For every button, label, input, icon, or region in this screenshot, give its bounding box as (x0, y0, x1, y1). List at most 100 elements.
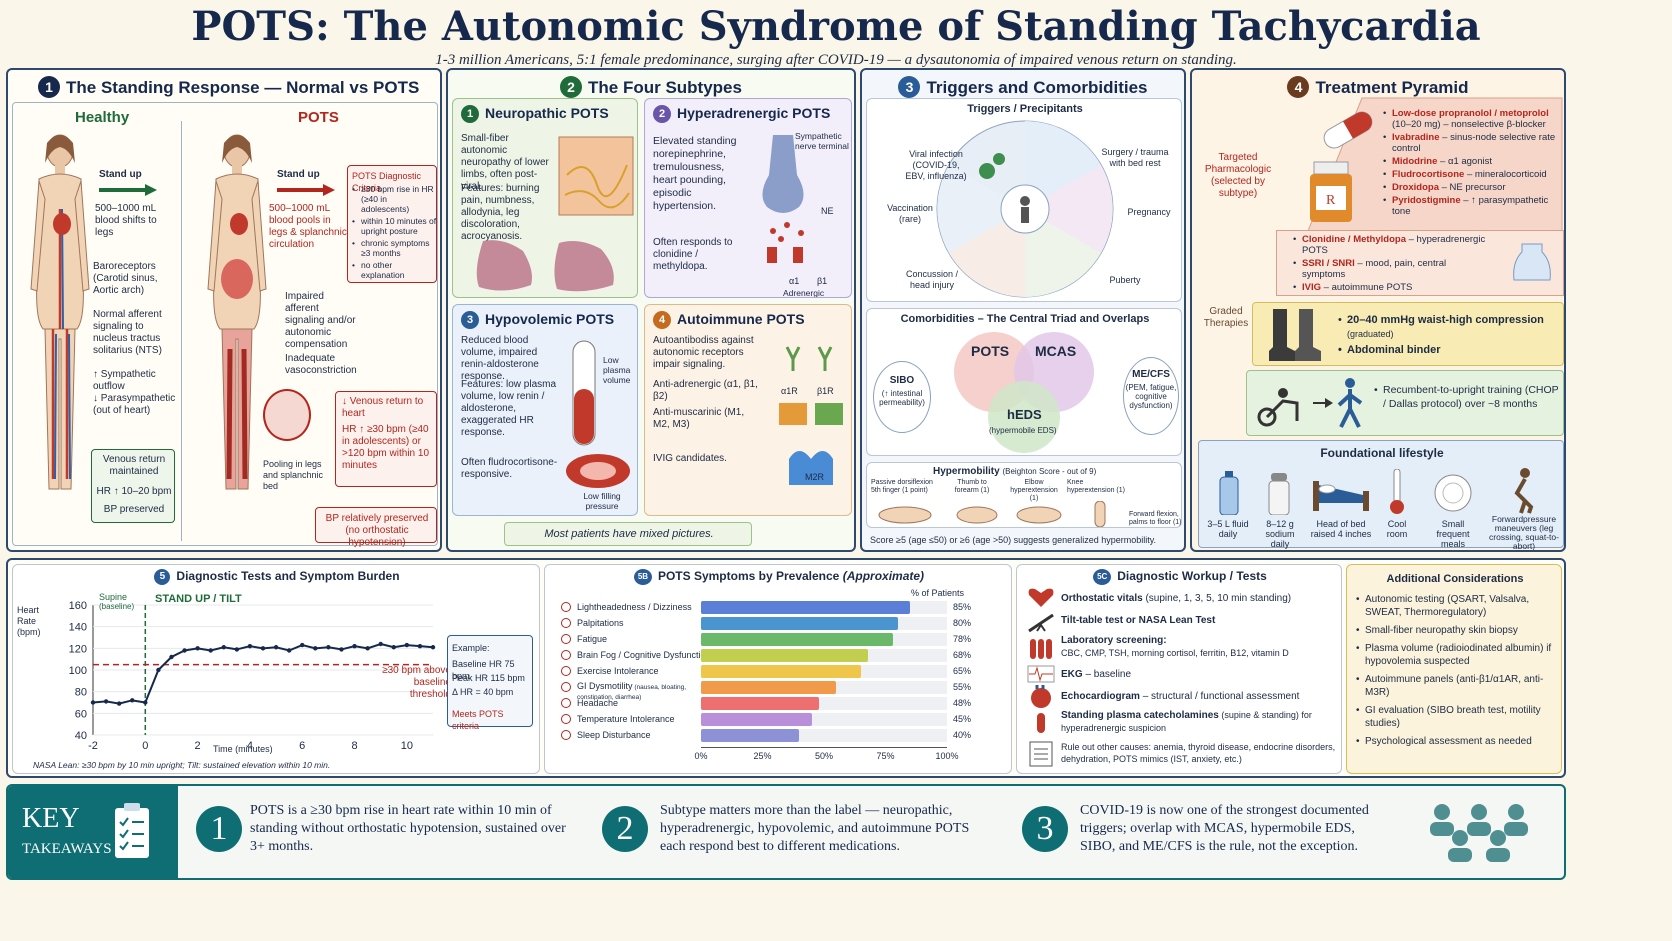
symptom-icon (561, 714, 571, 724)
section-title: Treatment Pyramid (1315, 78, 1469, 97)
healthy-label: Healthy (75, 109, 130, 126)
targeted-drugs-list: Low-dose propranolol / metoprolol (10–20… (1382, 108, 1562, 219)
x-tick-label: 100% (935, 751, 959, 761)
vessel-illustration (566, 454, 630, 488)
hr-data-point (300, 642, 305, 648)
symptom-label: Sleep Disturbance (577, 730, 651, 740)
criteria-list: ≥30 bpm rise in HR (≥40 in adolescents) … (351, 184, 437, 282)
hr-data-point (247, 643, 253, 649)
hr-data-point (156, 667, 161, 673)
test-tube-illustration (572, 340, 596, 446)
symptom-value-label: 85% (953, 602, 972, 612)
section-title: Triggers and Comorbidities (926, 78, 1148, 97)
symptom-value-label: 65% (953, 666, 972, 676)
arrow-right-icon (277, 184, 335, 196)
healthy-body-illustration (30, 134, 90, 490)
x-tick-label: 50% (814, 751, 833, 761)
section-number: 3 (898, 76, 921, 98)
pill-bottle-icon: R (1310, 161, 1352, 222)
symptom-label: Fatigue (577, 634, 608, 644)
bed-icon (1313, 481, 1369, 511)
symptom-value-label: 55% (953, 682, 972, 692)
secondary-drugs-list: Clonidine / Methyldopa – hyperadrenergic… (1292, 234, 1492, 295)
mixed-note: Most patients have mixed pictures. (504, 522, 752, 546)
hypermobility-illustration (878, 501, 1106, 527)
hr-data-point (143, 700, 148, 705)
x-tick-label: -2 (88, 740, 98, 752)
x-tick-label: 25% (753, 751, 772, 761)
x-tick-label: 0% (694, 751, 708, 761)
symptom-icon (561, 602, 571, 612)
symptom-icon (561, 698, 571, 708)
hr-data-point (286, 648, 292, 653)
hr-data-point (326, 645, 331, 650)
x-tick-label: 2 (195, 740, 201, 752)
y-tick-label: 80 (75, 687, 87, 699)
graded-label: Graded Therapies (1203, 306, 1249, 329)
symptom-bar (701, 601, 911, 614)
symptom-bar (701, 729, 800, 742)
pots-inadequate: Inadequate vasoconstriction (285, 353, 357, 376)
walking-person-icon (1337, 378, 1363, 428)
hr-data-point (391, 645, 396, 650)
symptom-bar (701, 681, 837, 694)
y-tick-label: 40 (75, 730, 87, 742)
ekg-icon (1027, 665, 1055, 683)
symptom-value-label: 48% (953, 698, 972, 708)
example-box: Example: Baseline HR 75 bpm Peak HR 115 … (447, 635, 533, 731)
arrow-right-icon (1313, 398, 1333, 408)
y-tick-label: 140 (69, 622, 87, 634)
exercise-tier: Recumbent-to-upright training (CHOP / Da… (1246, 370, 1564, 436)
pots-label: POTS (298, 109, 339, 126)
symptom-icon (561, 666, 571, 676)
y-tick-label: 120 (69, 643, 87, 655)
hypermobility-box: Hypermobility (Beighton Score - out of 9… (866, 462, 1182, 528)
hr-data-point (352, 643, 357, 649)
water-bottle-icon (1219, 471, 1239, 515)
symptom-label: Temperature Intolerance (577, 714, 675, 724)
heart-monitor-icon (1028, 588, 1054, 607)
symptom-bar (701, 617, 898, 630)
symptom-label: GI Dysmotility (nausea, bloating, consti… (577, 681, 686, 702)
takeaways-label-block: KEY TAKEAWAYS (8, 786, 178, 878)
section-title: POTS Symptoms by Prevalence (657, 569, 840, 583)
synapse-illustration (762, 135, 804, 263)
x-tick-label: 0 (142, 740, 148, 752)
skin-nerve-illustration (558, 136, 634, 216)
hr-data-point (417, 643, 423, 649)
section-title: Diagnostic Workup / Tests (1117, 569, 1267, 583)
recumbent-bike-icon (1257, 388, 1299, 427)
hr-data-point (116, 701, 122, 706)
page-title: POTS: The Autonomic Syndrome of Standing… (191, 3, 1481, 50)
panel-triggers: 3 Triggers and Comorbidities Triggers / P… (860, 68, 1186, 552)
comorbidity-venn (954, 332, 1094, 453)
hr-data-point (365, 646, 370, 651)
pots-body-illustration (207, 134, 267, 490)
hr-data-point (339, 647, 344, 652)
compression-socks-icon (1269, 309, 1321, 361)
symptom-value-label: 78% (953, 634, 972, 644)
mecfs-circle (1123, 357, 1179, 435)
x-tick-label: 75% (876, 751, 895, 761)
healthy-parasympathetic: ↓ Parasympathetic (out of heart) (93, 393, 176, 416)
takeaway-text: POTS is a ≥30 bpm rise in heart rate wit… (250, 803, 566, 854)
hr-data-point (182, 648, 187, 653)
x-axis-label: Time (minutes) (213, 744, 273, 754)
symptom-icon (561, 618, 571, 628)
hr-data-point (404, 642, 410, 648)
healthy-sympathetic: ↑ Sympathetic outflow (93, 369, 156, 392)
hr-data-point (208, 648, 213, 653)
svg-text:R: R (1326, 193, 1336, 208)
additional-considerations: Additional Considerations Autonomic test… (1346, 564, 1562, 774)
takeaway-number: 2 (602, 806, 648, 852)
triggers-box: Triggers / Precipitants Viral infection … (866, 98, 1182, 302)
